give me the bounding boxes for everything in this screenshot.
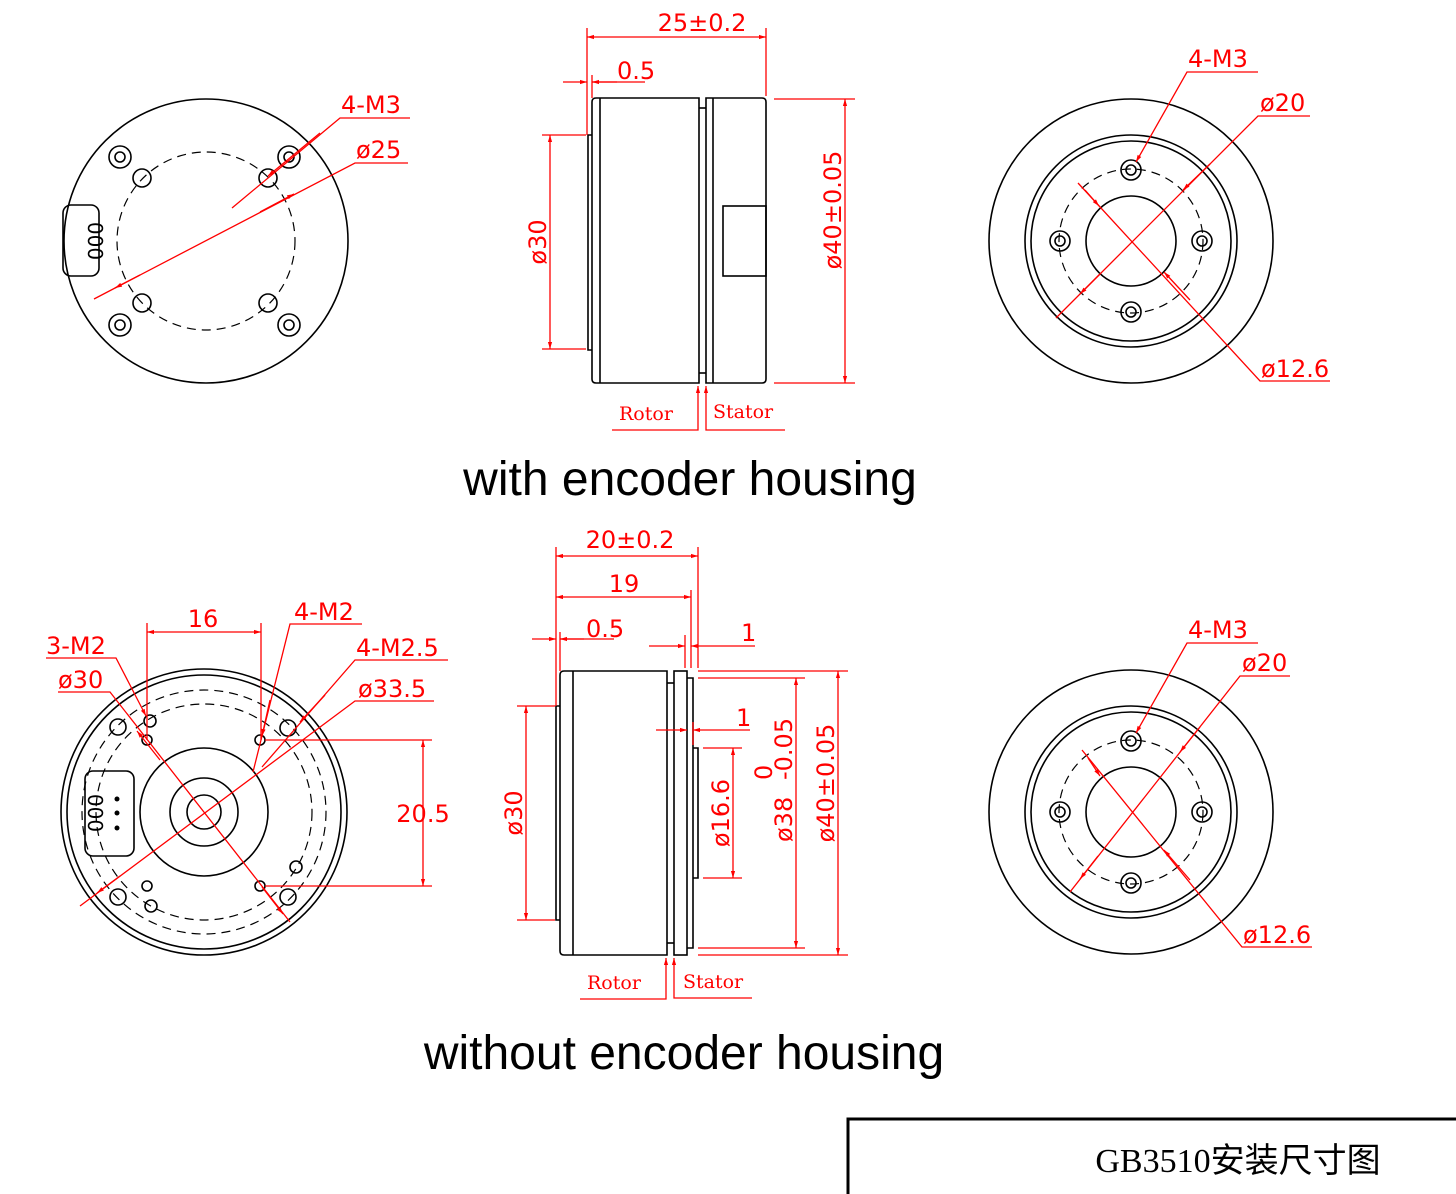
step-dim: 0.5	[617, 57, 655, 85]
bottom-section-title: without encoder housing	[423, 1027, 944, 1080]
circle-dia-label: ø25	[356, 136, 401, 164]
hub-dia-dim: ø16.6	[707, 779, 735, 847]
step-dim: 0.5	[586, 615, 624, 643]
hole-label: 4-M3	[341, 91, 401, 119]
top-section-title: with encoder housing	[462, 453, 917, 506]
spacing-dim: 16	[188, 605, 219, 633]
label-d335: ø33.5	[358, 675, 426, 703]
mid-dia-tol-lower: -0.05	[770, 718, 798, 780]
outer-dia-dim: ø40±0.05	[819, 151, 847, 270]
top-side-view: 25±0.2 0.5 ø30 ø40±0.05 Rotor Stator	[524, 9, 855, 431]
circle-dia-label: ø20	[1242, 649, 1287, 677]
stator-label: Stator	[683, 971, 744, 993]
length2-dim: 19	[609, 570, 640, 598]
inner-dia-dim: ø30	[500, 790, 528, 835]
connector-label: 000	[83, 794, 107, 832]
bottom-rear-face-view: 000 16 3-M2 ø30 4-M2 4-M2.5 ø33.5 20.5	[46, 598, 450, 956]
label-4m2: 4-M2	[294, 598, 354, 626]
drawing-title: GB3510安装尺寸图	[1095, 1142, 1380, 1180]
gap2-dim: 1	[736, 704, 751, 732]
bottom-shaft-face-view: 4-M3 ø20 ø12.6	[988, 616, 1312, 955]
rotor-label: Rotor	[587, 972, 642, 994]
inner-dia-label: ø12.6	[1261, 355, 1329, 383]
inner-dia-label: ø12.6	[1243, 921, 1311, 949]
label-4m25: 4-M2.5	[356, 634, 439, 662]
rotor-label: Rotor	[619, 403, 674, 425]
mid-dia-dim: ø38	[770, 797, 798, 842]
label-d30: ø30	[58, 666, 103, 694]
height-dim: 20.5	[396, 800, 449, 828]
connector	[84, 770, 135, 857]
length-dim: 25±0.2	[658, 9, 747, 37]
top-encoder-face-view: 000 4-M3 ø25	[62, 91, 410, 384]
inner-dia-dim: ø30	[524, 219, 552, 264]
length-dim: 20±0.2	[586, 526, 675, 554]
mid-dia-tol-upper: 0	[750, 765, 778, 780]
circle-dia-label: ø20	[1260, 89, 1305, 117]
hole-label: 4-M3	[1188, 45, 1248, 73]
top-shaft-face-view: 4-M3 ø20 ø12.6	[988, 45, 1330, 384]
connector	[62, 204, 100, 277]
title-block: GB3510安装尺寸图	[846, 1117, 1456, 1194]
connector-label: 000	[83, 222, 107, 260]
hole-label: 4-M3	[1188, 616, 1248, 644]
bottom-side-view: 20±0.2 19 0.5 1 1 ø30 ø16.6 ø38 0 -0.05 …	[500, 526, 848, 1000]
outer-dia-dim: ø40±0.05	[812, 724, 840, 843]
label-3m2: 3-M2	[46, 632, 106, 660]
stator-label: Stator	[713, 401, 774, 423]
mounting-holes	[108, 145, 301, 337]
gap1-dim: 1	[741, 619, 756, 647]
